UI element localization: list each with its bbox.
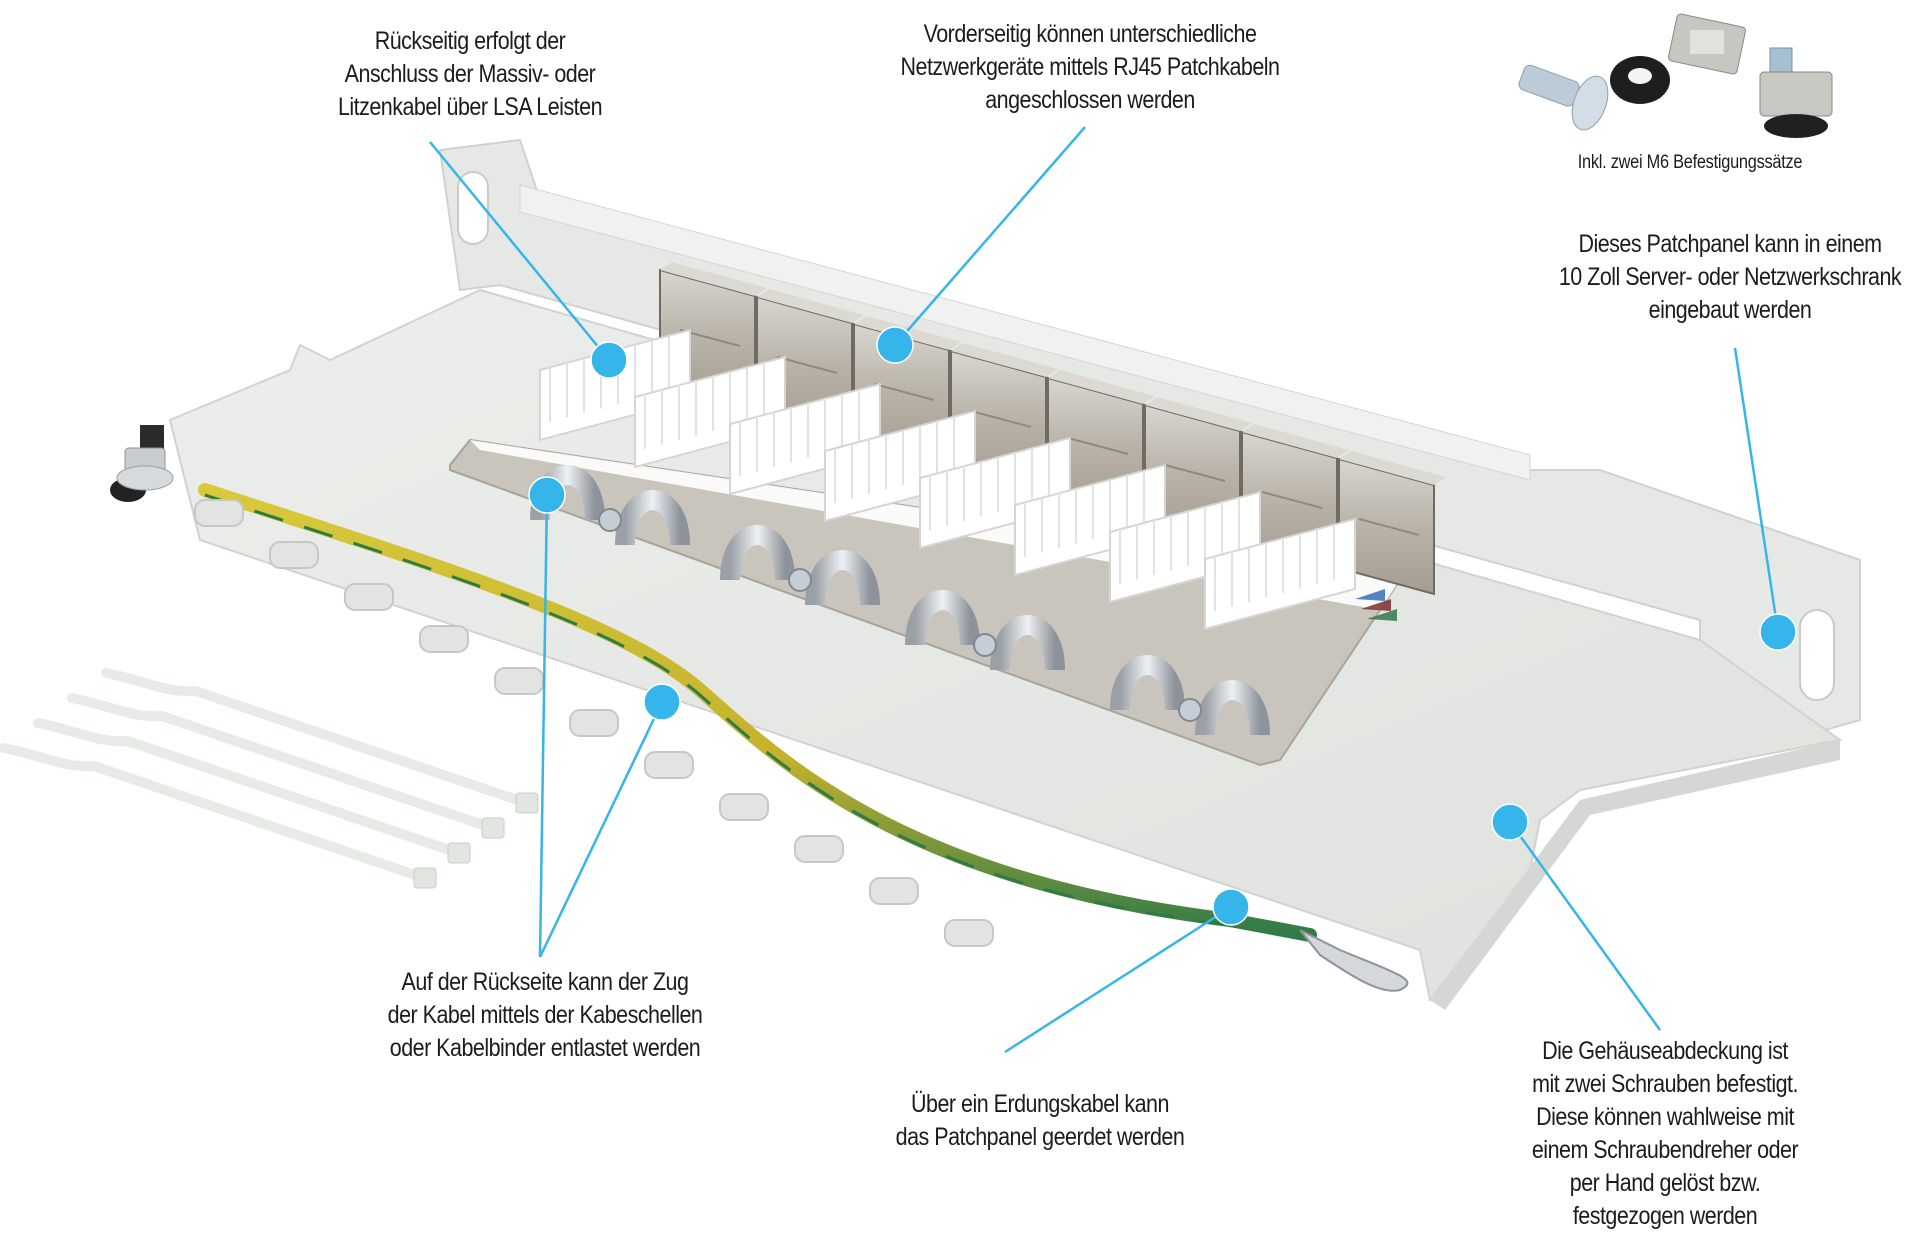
m6-screw-icon: [1518, 64, 1609, 131]
callout-leader-line: [538, 701, 664, 958]
callout-line: festgezogen werden: [1572, 1202, 1758, 1230]
mounting-kit-caption: Inkl. zwei M6 Befestigungssätze: [1552, 152, 1827, 174]
assembled-cage-nut-icon: [1759, 47, 1833, 138]
callout-dot: [876, 326, 914, 364]
lsa-block: [1204, 517, 1397, 631]
callout-grounding: [1004, 888, 1250, 1054]
clamp-screw-icon: [973, 633, 997, 657]
cable-tie-icon: [67, 693, 505, 839]
mounting-slot-right: [1799, 609, 1835, 701]
cable-tie-icon: [0, 743, 437, 889]
callout-line: per Hand gelöst bzw.: [1569, 1169, 1761, 1197]
callout-line: einem Schraubendreher oder: [1531, 1136, 1799, 1164]
mounting-slot-left: [457, 171, 489, 245]
plastic-washer-icon: [1610, 56, 1670, 104]
cable-ties: [0, 668, 539, 889]
callout-line: Diese können wahlweise mit: [1536, 1103, 1794, 1131]
callout-rack-text: Dieses Patchpanel kann in einem 10 Zoll …: [1549, 228, 1910, 327]
callout-cover-text: Die Gehäuseabdeckung ist mit zwei Schrau…: [1506, 1035, 1824, 1233]
callout-rack: [1733, 347, 1797, 651]
callout-dot: [590, 341, 628, 379]
cable-clamp: [720, 525, 880, 606]
callout-line: Vorderseitig können unterschiedliche: [923, 20, 1257, 48]
cable-tie-icon: [33, 718, 471, 864]
clamp-screw-icon: [598, 508, 622, 532]
ground-cable: [198, 483, 1317, 942]
callout-line: oder Kabelbinder entlastet werden: [389, 1034, 701, 1062]
callout-line: Inkl. zwei M6 Befestigungssätze: [1577, 152, 1803, 173]
clamp-screw-icon: [1178, 698, 1202, 722]
callout-line: Auf der Rückseite kann der Zug: [401, 968, 689, 996]
callout-cover: [1491, 803, 1662, 1031]
mounting-kit: [1518, 13, 1833, 138]
lsa-block-row: [539, 328, 1397, 631]
callout-dot: [1212, 888, 1250, 926]
callout-rj45-text: Vorderseitig können unterschiedliche Net…: [866, 18, 1313, 117]
cable-tie-tab: [194, 499, 244, 527]
cable-tie-tab: [794, 835, 844, 863]
callout-line: Die Gehäuseabdeckung ist: [1542, 1037, 1788, 1065]
callout-line: eingebaut werden: [1648, 296, 1812, 324]
cable-tie-tab: [494, 667, 544, 695]
cable-clamp-row: [530, 465, 1270, 736]
callout-line: Anschluss der Massiv- oder: [344, 60, 596, 88]
callout-grounding-text: Über ein Erdungskabel kann das Patchpane…: [877, 1088, 1204, 1154]
cable-tie-tab: [869, 877, 919, 905]
callout-line: Rückseitig erfolgt der: [374, 27, 566, 55]
callout-leader-line: [1004, 905, 1232, 1054]
grounding-bolt: [110, 425, 174, 502]
callout-leader-line: [1508, 821, 1662, 1031]
cable-tie-tab: [719, 793, 769, 821]
callout-dot: [528, 476, 566, 514]
callout-dot: [643, 683, 681, 721]
callout-line: Netzwerkgeräte mittels RJ45 Patchkabeln: [900, 53, 1280, 81]
callout-strain-relief-2: [538, 683, 681, 958]
callout-line: Dieses Patchpanel kann in einem: [1578, 230, 1882, 258]
cable-tie-icon: [101, 668, 539, 814]
callout-line: mit zwei Schrauben befestigt.: [1532, 1070, 1798, 1098]
callout-line: 10 Zoll Server- oder Netzwerkschrank: [1558, 263, 1902, 291]
cable-tie-tab: [344, 583, 394, 611]
callout-lsa: [429, 141, 628, 379]
callout-leader-line: [1733, 347, 1780, 633]
callout-strain-relief-1: [528, 476, 566, 958]
cable-clamp: [1110, 655, 1270, 736]
callout-leader-line: [894, 126, 1086, 346]
callout-rj45: [876, 126, 1086, 364]
cable-tie-tab: [644, 751, 694, 779]
callout-line: das Patchpanel geerdet werden: [895, 1123, 1185, 1151]
callout-line: angeschlossen werden: [985, 86, 1195, 114]
callout-leader-line: [538, 494, 549, 958]
cable-tie-tab: [269, 541, 319, 569]
cable-clamp: [905, 590, 1065, 671]
callout-dot: [1759, 613, 1797, 651]
callout-line: der Kabel mittels der Kabeschellen: [387, 1001, 703, 1029]
cage-nut-icon: [1668, 13, 1746, 75]
ground-cable-lug: [1299, 929, 1409, 992]
callout-line: Litzenkabel über LSA Leisten: [337, 93, 603, 121]
callout-leaders: [429, 126, 1797, 1054]
clamp-screw-icon: [788, 568, 812, 592]
callout-dot: [1491, 803, 1529, 841]
callout-line: Über ein Erdungskabel kann: [911, 1090, 1169, 1118]
cable-tie-tab: [419, 625, 469, 653]
callout-leader-line: [429, 141, 610, 361]
callout-strain-relief-text: Auf der Rückseite kann der Zug der Kabel…: [364, 966, 725, 1065]
cable-tie-tab: [569, 709, 619, 737]
callout-lsa-text: Rückseitig erfolgt der Anschluss der Mas…: [281, 25, 659, 124]
cable-tie-tab: [944, 919, 994, 947]
